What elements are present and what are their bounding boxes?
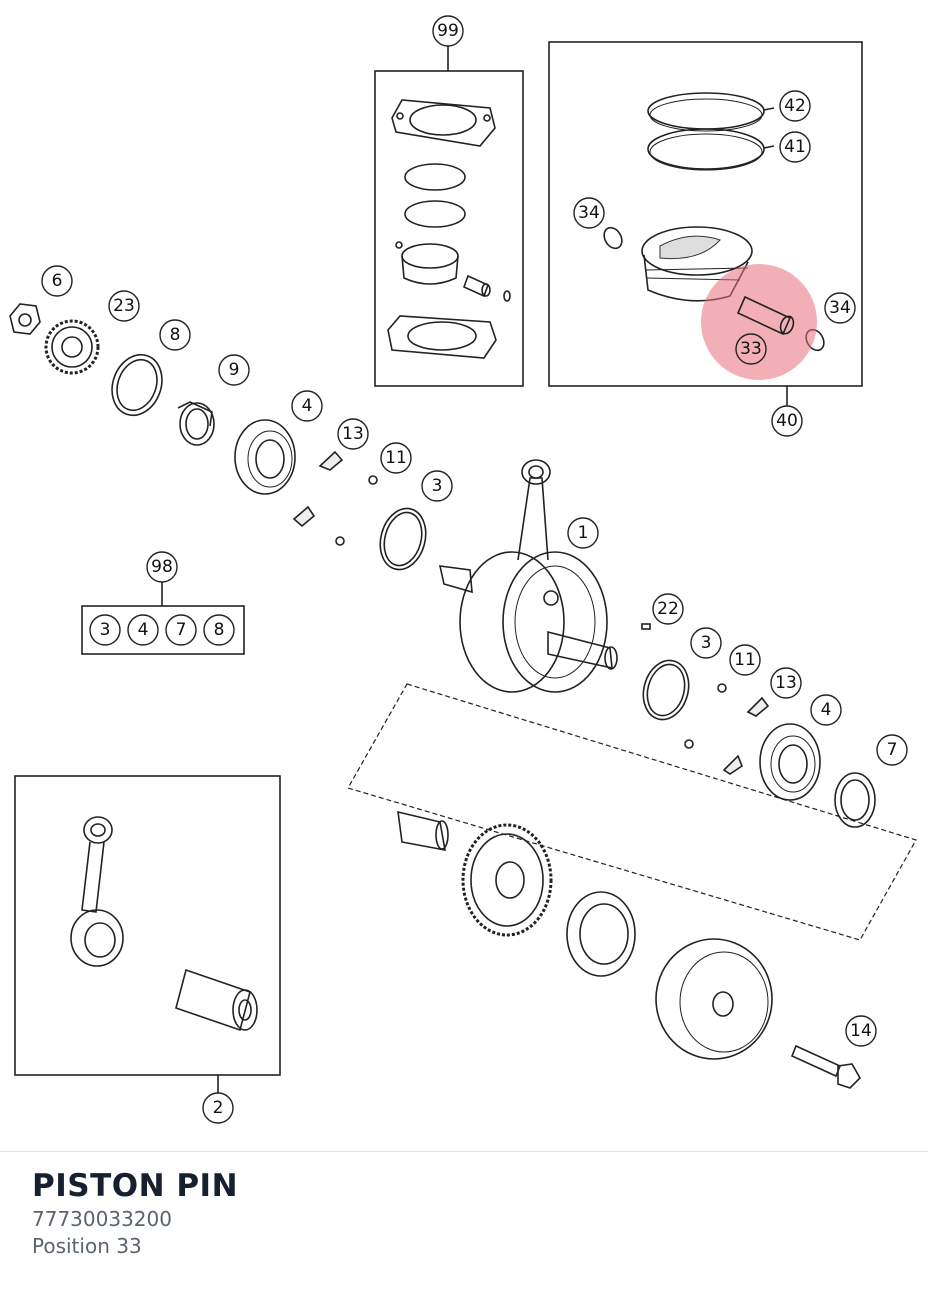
callout-3-right: 3 <box>690 627 722 659</box>
svg-text:98: 98 <box>151 557 173 577</box>
callout-98-item-7: 7 <box>165 614 197 646</box>
svg-text:3: 3 <box>432 476 443 496</box>
svg-text:4: 4 <box>821 700 832 720</box>
group-40-box <box>548 41 863 408</box>
callout-11-left: 11 <box>380 442 412 474</box>
svg-text:4: 4 <box>302 396 313 416</box>
svg-text:11: 11 <box>734 650 756 670</box>
callout-98-item-3: 3 <box>89 614 121 646</box>
svg-text:40: 40 <box>776 411 798 431</box>
svg-text:14: 14 <box>850 1021 872 1041</box>
crankshaft-drawing <box>438 459 618 693</box>
part-position: Position 33 <box>32 1234 142 1258</box>
svg-text:33: 33 <box>740 339 762 359</box>
callout-11-right: 11 <box>729 644 761 676</box>
part-name: PISTON PIN <box>32 1168 239 1204</box>
svg-text:34: 34 <box>829 298 851 318</box>
svg-text:4: 4 <box>138 620 149 640</box>
svg-text:11: 11 <box>385 448 407 468</box>
group-99-box <box>374 46 524 387</box>
svg-text:13: 13 <box>775 673 797 693</box>
callout-23: 23 <box>108 290 140 322</box>
svg-text:99: 99 <box>437 21 459 41</box>
callout-8: 8 <box>159 319 191 351</box>
svg-text:7: 7 <box>887 740 898 760</box>
left-shaft-parts <box>9 303 427 571</box>
callout-22: 22 <box>652 593 684 625</box>
svg-text:7: 7 <box>176 620 187 640</box>
svg-text:9: 9 <box>229 360 240 380</box>
callout-4-left: 4 <box>291 390 323 422</box>
group-2-box <box>14 775 281 1097</box>
callout-1: 1 <box>567 517 599 549</box>
flywheel-group <box>347 683 917 1089</box>
svg-text:8: 8 <box>170 325 181 345</box>
svg-text:3: 3 <box>100 620 111 640</box>
divider <box>0 1151 928 1152</box>
callout-98-item-8: 8 <box>203 614 235 646</box>
svg-text:23: 23 <box>113 296 135 316</box>
svg-text:1: 1 <box>578 523 589 543</box>
callout-7: 7 <box>876 734 908 766</box>
part-number: 77730033200 <box>32 1207 172 1231</box>
svg-text:42: 42 <box>784 96 806 116</box>
svg-text:41: 41 <box>784 137 806 157</box>
callout-6: 6 <box>41 265 73 297</box>
callout-3-left: 3 <box>421 470 453 502</box>
callout-41: 41 <box>779 131 811 163</box>
callout-99: 99 <box>432 15 464 47</box>
callout-13-left: 13 <box>337 418 369 450</box>
svg-text:3: 3 <box>701 633 712 653</box>
svg-text:6: 6 <box>52 271 63 291</box>
piston-pin-drawing <box>736 295 795 336</box>
right-shaft-parts <box>641 623 876 828</box>
exploded-parts-diagram: 99 42 41 34 34 33 40 6 23 8 9 4 13 11 3 … <box>9 15 917 1124</box>
svg-text:8: 8 <box>214 620 225 640</box>
callout-42: 42 <box>779 90 811 122</box>
group-98-box <box>81 582 245 655</box>
svg-text:13: 13 <box>342 424 364 444</box>
callout-9: 9 <box>218 354 250 386</box>
svg-text:22: 22 <box>657 599 679 619</box>
svg-text:2: 2 <box>213 1098 224 1118</box>
callout-98: 98 <box>146 551 178 583</box>
part-info: PISTON PIN 77730033200 Position 33 <box>32 1166 238 1260</box>
callout-98-item-4: 4 <box>127 614 159 646</box>
callout-34-right: 34 <box>824 292 856 324</box>
svg-text:34: 34 <box>578 203 600 223</box>
callout-13-right: 13 <box>770 667 802 699</box>
callout-14: 14 <box>845 1015 877 1047</box>
callout-33: 33 <box>735 333 767 365</box>
callout-4-right: 4 <box>810 694 842 726</box>
callout-2: 2 <box>202 1092 234 1124</box>
callout-34-left: 34 <box>573 197 605 229</box>
callout-40: 40 <box>771 405 803 437</box>
